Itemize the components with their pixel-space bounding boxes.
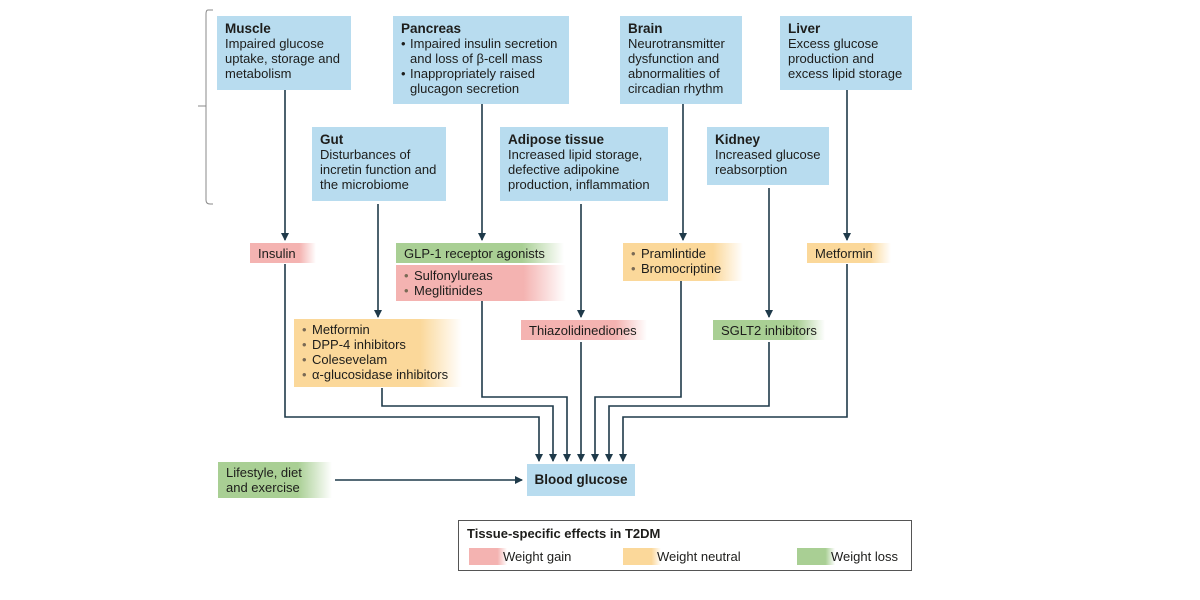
drug-sglt2-inhibitors: SGLT2 inhibitors bbox=[713, 320, 825, 340]
drug-label: Insulin bbox=[258, 246, 296, 261]
organ-title: Liver bbox=[788, 21, 821, 36]
organ-adipose: Adipose tissue Increased lipid storage, … bbox=[500, 127, 668, 201]
arrow-brain-glucose bbox=[591, 281, 682, 462]
drug-thiazolidinediones: Thiazolidinediones bbox=[521, 320, 647, 340]
drug-item: Bromocriptine bbox=[631, 261, 735, 276]
drug-item: α-glucosidase inhibitors bbox=[302, 367, 454, 382]
lifestyle-box: Lifestyle, diet and exercise bbox=[218, 462, 332, 498]
legend-item-weight-gain: Weight gain bbox=[463, 548, 571, 565]
drug-group-pancreas-gain: Sulfonylureas Meglitinides bbox=[396, 265, 566, 301]
organ-brain: Brain Neurotransmitter dysfunction and a… bbox=[620, 16, 742, 104]
blood-glucose-label: Blood glucose bbox=[534, 472, 628, 487]
legend-swatch bbox=[623, 548, 661, 565]
drug-item: Metformin bbox=[302, 322, 454, 337]
legend-label: Weight gain bbox=[503, 549, 572, 564]
legend-title: Tissue-specific effects in T2DM bbox=[467, 526, 661, 541]
organ-title: Muscle bbox=[225, 21, 271, 36]
legend-item-weight-neutral: Weight neutral bbox=[617, 548, 741, 565]
organ-title: Adipose tissue bbox=[508, 132, 605, 147]
organ-liver: Liver Excess glucose production and exce… bbox=[780, 16, 912, 90]
legend-label: Weight loss bbox=[831, 549, 898, 564]
organ-description: Increased lipid storage, defective adipo… bbox=[508, 147, 650, 192]
organ-title: Brain bbox=[628, 21, 663, 36]
drug-label: GLP-1 receptor agonists bbox=[404, 246, 545, 261]
organ-description: Increased glucose reabsorption bbox=[715, 147, 821, 177]
organ-description: Disturbances of incretin function and th… bbox=[320, 147, 437, 192]
pancreas-point: Inappropriately raised glucagon secretio… bbox=[401, 66, 561, 96]
organ-description: Neurotransmitter dysfunction and abnorma… bbox=[628, 36, 725, 96]
legend: Tissue-specific effects in T2DM Weight g… bbox=[458, 520, 912, 571]
organ-muscle: Muscle Impaired glucose uptake, storage … bbox=[217, 16, 351, 90]
blood-glucose-box: Blood glucose bbox=[527, 464, 635, 496]
tissue-bracket bbox=[198, 9, 213, 205]
drug-label: Thiazolidinediones bbox=[529, 323, 637, 338]
arrow-metformin-glucose bbox=[619, 264, 848, 462]
drug-item: Pramlintide bbox=[631, 246, 735, 261]
organ-description: Excess glucose production and excess lip… bbox=[788, 36, 903, 81]
organ-kidney: Kidney Increased glucose reabsorption bbox=[707, 127, 829, 185]
drug-group-brain: Pramlintide Bromocriptine bbox=[623, 243, 743, 281]
drug-insulin: Insulin bbox=[250, 243, 316, 263]
legend-label: Weight neutral bbox=[657, 549, 741, 564]
arrow-gut-glucose bbox=[381, 388, 557, 462]
pancreas-point: Impaired insulin secretion and loss of β… bbox=[401, 36, 561, 66]
drug-label: Metformin bbox=[815, 246, 873, 261]
drug-item: Meglitinides bbox=[404, 283, 558, 298]
arrow-insulin-glucose bbox=[284, 264, 543, 462]
organ-title: Kidney bbox=[715, 132, 761, 147]
legend-swatch bbox=[797, 548, 835, 565]
drug-item: Sulfonylureas bbox=[404, 268, 558, 283]
drug-item: DPP-4 inhibitors bbox=[302, 337, 454, 352]
lifestyle-label: Lifestyle, diet and exercise bbox=[226, 465, 302, 495]
legend-swatch bbox=[469, 548, 507, 565]
organ-gut: Gut Disturbances of incretin function an… bbox=[312, 127, 446, 201]
organ-title: Pancreas bbox=[401, 21, 462, 36]
drug-label: SGLT2 inhibitors bbox=[721, 323, 817, 338]
organ-description: Impaired glucose uptake, storage and met… bbox=[225, 36, 340, 81]
organ-title: Gut bbox=[320, 132, 344, 147]
legend-item-weight-loss: Weight loss bbox=[791, 548, 898, 565]
drug-glp1-agonists: GLP-1 receptor agonists bbox=[396, 243, 564, 263]
organ-pancreas: Pancreas Impaired insulin secretion and … bbox=[393, 16, 569, 104]
drug-metformin-liver: Metformin bbox=[807, 243, 891, 263]
arrow-sglt2-glucose bbox=[605, 342, 770, 462]
drug-group-gut: Metformin DPP-4 inhibitors Colesevelam α… bbox=[294, 319, 462, 387]
drug-item: Colesevelam bbox=[302, 352, 454, 367]
arrow-glp1-glucose bbox=[481, 300, 571, 462]
